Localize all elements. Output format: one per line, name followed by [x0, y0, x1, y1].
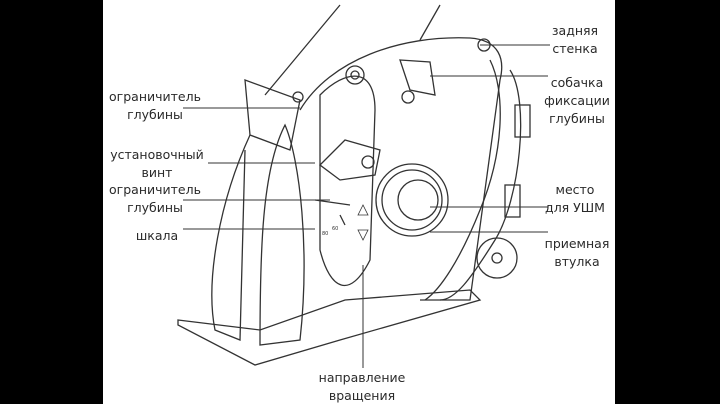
device-body: 80 60 [177, 4, 531, 366]
label-line: направление [318, 370, 406, 385]
label-line: глубины [549, 111, 605, 126]
label-receiving-sleeve: приемная втулка [545, 235, 610, 271]
label-scale: шкала [136, 227, 178, 245]
label-back-wall: задняя стенка [552, 22, 598, 58]
label-set-screw: установочный винт [110, 146, 204, 182]
label-line: глубины [127, 200, 183, 215]
label-line: задняя [551, 23, 599, 38]
label-depth-pawl: собачка фиксации глубины [544, 74, 610, 128]
label-line: место [555, 182, 595, 197]
label-line: ограничитель [109, 89, 201, 104]
label-line: вращения [328, 388, 396, 403]
label-line: установочный [110, 147, 204, 162]
label-line: стенка [552, 41, 598, 56]
label-line: винт [141, 165, 173, 180]
label-line: шкала [135, 228, 179, 243]
label-grinder-mount: место для УШМ [545, 181, 605, 217]
leader-lines [183, 44, 550, 368]
label-line: приемная [544, 236, 610, 251]
label-line: фиксации [544, 93, 610, 108]
svg-text:60: 60 [332, 226, 338, 232]
label-line: для УШМ [545, 200, 605, 215]
svg-text:80: 80 [322, 231, 328, 237]
label-line: собачка [550, 75, 604, 90]
label-line: втулка [554, 254, 600, 269]
label-line: ограничитель [109, 182, 201, 197]
label-depth-limiter-top: ограничитель глубины [109, 88, 201, 124]
label-rotation-direction: направление вращения [319, 369, 406, 404]
label-line: глубины [127, 107, 183, 122]
label-depth-limiter-mid: ограничитель глубины [109, 181, 201, 217]
